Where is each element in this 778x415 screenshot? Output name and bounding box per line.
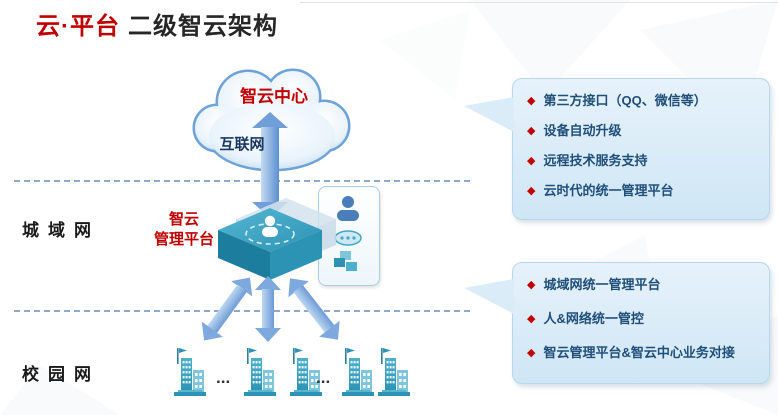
- arrow-shaft: [293, 284, 335, 334]
- callout-tail: [464, 279, 514, 314]
- school-building-icon: [174, 348, 206, 396]
- feature-text: 设备自动升级: [543, 123, 622, 138]
- callout-metro-features: ◆ 城域网统一管理平台 ◆ 人&网络统一管控 ◆ 智云管理平台&智云中心业务对接: [464, 262, 770, 384]
- page-title: 云·平台二级智云架构: [36, 6, 278, 41]
- callout-cloud-features: ◆ 第三方接口（QQ、微信等） ◆ 设备自动升级 ◆ 远程技术服务支持 ◆ 云时…: [464, 78, 770, 220]
- zone-label-campus: 校园网: [22, 365, 100, 384]
- admin-user-icon: [337, 196, 359, 221]
- bullet-diamond-icon: ◆: [527, 313, 536, 325]
- arrow-up-icon: [255, 276, 281, 290]
- zone-divider-line-bottom: [14, 310, 470, 312]
- feature-text: 云时代的统一管理平台: [543, 183, 674, 198]
- admin-person-icon: [262, 215, 278, 237]
- internet-label: 互联网: [219, 136, 265, 153]
- internet-cloud: [192, 68, 351, 172]
- bullet-diamond-icon: ◆: [527, 185, 536, 197]
- list-item: ◆ 人&网络统一管控: [527, 311, 755, 327]
- service-panel-icons: [334, 196, 362, 271]
- ellipsis-buildings-2: ...: [316, 368, 331, 387]
- feature-list: ◆ 城域网统一管理平台 ◆ 人&网络统一管控 ◆ 智云管理平台&智云中心业务对接: [527, 277, 755, 361]
- list-item: ◆ 设备自动升级: [527, 123, 755, 139]
- bullet-diamond-icon: ◆: [527, 95, 536, 107]
- arrow-shaft: [206, 284, 248, 334]
- list-item: ◆ 云时代的统一管理平台: [527, 183, 755, 199]
- title-brand: 云·平台: [36, 13, 120, 40]
- arrow-shaft: [262, 289, 274, 329]
- main-cube: [218, 208, 322, 280]
- feature-text: 智云管理平台&智云中心业务对接: [543, 345, 735, 360]
- list-item: ◆ 智云管理平台&智云中心业务对接: [527, 345, 755, 361]
- feature-text: 城域网统一管理平台: [543, 277, 661, 292]
- bullet-diamond-icon: ◆: [527, 279, 536, 291]
- management-platform-cube: [218, 198, 336, 280]
- campus-arrow-middle: [255, 276, 281, 342]
- cloud-center-label: 智云中心: [240, 87, 308, 106]
- feature-list: ◆ 第三方接口（QQ、微信等） ◆ 设备自动升级 ◆ 远程技术服务支持 ◆ 云时…: [527, 93, 755, 199]
- bullet-diamond-icon: ◆: [527, 347, 536, 359]
- platform-label-line1: 智云: [168, 211, 199, 228]
- arrow-up-icon: [252, 112, 288, 128]
- zone-label-metro: 城域网: [22, 221, 100, 240]
- platform-label: 智云 管理平台: [144, 210, 224, 249]
- callout-tail: [464, 97, 514, 132]
- school-building-icon: [342, 348, 374, 396]
- feature-text: 第三方接口（QQ、微信等）: [543, 93, 707, 108]
- device-cluster-icon: [334, 251, 357, 271]
- top-divider-line: [300, 2, 778, 3]
- arrow-shaft: [261, 127, 279, 203]
- platform-label-line2: 管理平台: [153, 230, 214, 248]
- zone-divider-line-top: [14, 180, 470, 182]
- list-item: ◆ 远程技术服务支持: [527, 153, 755, 169]
- list-item: ◆ 城域网统一管理平台: [527, 277, 755, 293]
- school-building-icon: [244, 348, 276, 396]
- ellipsis-buildings-1: ...: [216, 368, 231, 387]
- feature-text: 人&网络统一管控: [543, 311, 644, 326]
- list-item: ◆ 第三方接口（QQ、微信等）: [527, 93, 755, 109]
- school-building-icon: [378, 348, 410, 396]
- feature-text: 远程技术服务支持: [543, 153, 648, 168]
- bullet-diamond-icon: ◆: [527, 125, 536, 137]
- arrow-down-icon: [255, 328, 281, 342]
- title-rest: 二级智云架构: [128, 13, 278, 40]
- bullet-diamond-icon: ◆: [527, 155, 536, 167]
